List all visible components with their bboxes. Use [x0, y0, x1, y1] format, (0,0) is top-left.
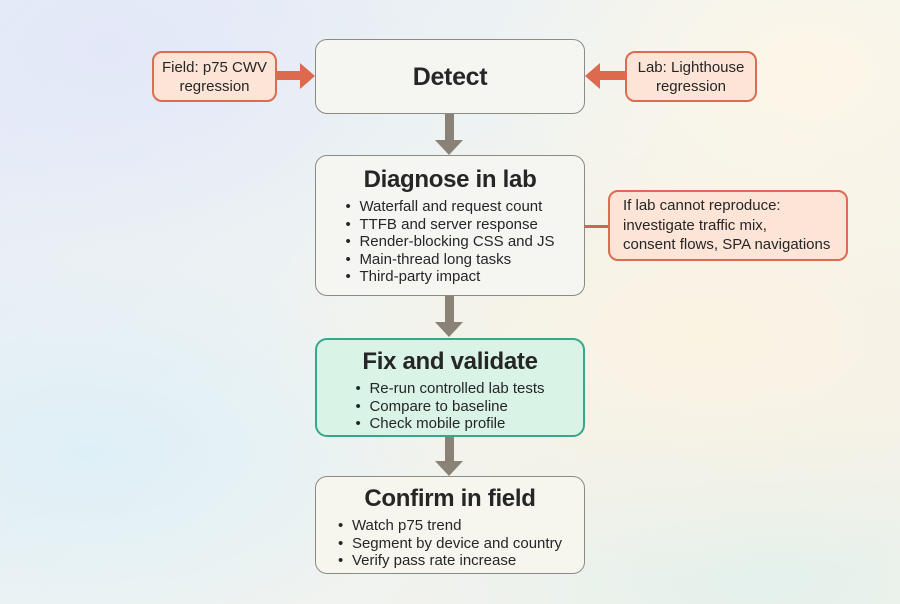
arrow-head-down-icon — [435, 322, 463, 337]
diagnose-bullet-list: Waterfall and request count TTFB and ser… — [345, 198, 554, 286]
diagnose-bullet: Waterfall and request count — [345, 198, 554, 216]
fix-bullet: Re-run controlled lab tests — [355, 380, 544, 398]
cannot-reproduce-line-3: consent flows, SPA navigations — [623, 236, 831, 254]
lab-source-line-1: Lab: Lighthouse — [637, 58, 745, 76]
lab-source-line-2: regression — [655, 77, 727, 95]
arrow-shaft — [598, 71, 625, 80]
detect-title: Detect — [412, 62, 488, 91]
arrow-head-down-icon — [435, 140, 463, 155]
arrow-shaft — [445, 437, 454, 462]
cannot-reproduce-note: If lab cannot reproduce: investigate tra… — [608, 190, 848, 261]
cannot-reproduce-line-2: investigate traffic mix, — [623, 216, 767, 234]
arrow-head-right-icon — [300, 62, 315, 89]
diagnose-bullet: Render-blocking CSS and JS — [345, 233, 554, 251]
fix-bullet-list: Re-run controlled lab tests Compare to b… — [355, 380, 544, 433]
arrow-shaft — [445, 114, 454, 141]
arrow-shaft — [277, 71, 302, 80]
fix-validate-title: Fix and validate — [362, 348, 538, 375]
lab-source-note: Lab: Lighthouse regression — [625, 51, 757, 102]
arrow-head-left-icon — [585, 62, 600, 89]
fix-bullet: Check mobile profile — [355, 415, 544, 433]
diagnose-step-box: Diagnose in lab Waterfall and request co… — [315, 155, 585, 296]
field-source-line-2: regression — [179, 77, 250, 95]
confirm-bullet-list: Watch p75 trend Segment by device and co… — [338, 517, 562, 570]
confirm-bullet: Segment by device and country — [338, 535, 562, 553]
confirm-field-title: Confirm in field — [364, 485, 536, 512]
arrow-shaft — [445, 296, 454, 323]
connector-diagnose-to-note — [584, 225, 609, 228]
cannot-reproduce-line-1: If lab cannot reproduce: — [623, 197, 781, 215]
fix-bullet: Compare to baseline — [355, 398, 544, 416]
detect-step-box: Detect — [315, 39, 585, 114]
arrow-head-down-icon — [435, 461, 463, 476]
confirm-bullet: Watch p75 trend — [338, 517, 562, 535]
field-source-line-1: Field: p75 CWV — [161, 58, 268, 76]
field-source-note: Field: p75 CWV regression — [152, 51, 277, 102]
confirm-field-step-box: Confirm in field Watch p75 trend Segment… — [315, 476, 585, 574]
diagnose-bullet: Third-party impact — [345, 268, 554, 286]
diagnose-title: Diagnose in lab — [363, 166, 537, 193]
diagnose-bullet: TTFB and server response — [345, 216, 554, 234]
diagnose-bullet: Main-thread long tasks — [345, 251, 554, 269]
confirm-bullet: Verify pass rate increase — [338, 552, 562, 570]
fix-validate-step-box: Fix and validate Re-run controlled lab t… — [315, 338, 585, 437]
